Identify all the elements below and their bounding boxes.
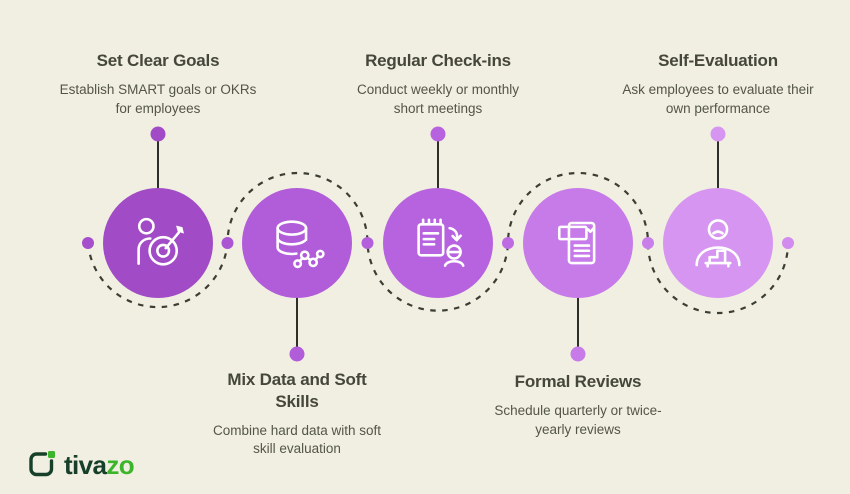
step-title: Regular Check-ins xyxy=(365,51,511,70)
step-description: Ask employees to evaluate their own perf… xyxy=(622,81,814,116)
step-text-regular-check-ins: Regular Check-ins Conduct weekly or mont… xyxy=(328,50,548,119)
junction-dot xyxy=(361,237,374,249)
step-title: Formal Reviews xyxy=(514,372,642,391)
junction-dot xyxy=(782,237,794,249)
step-description: Schedule quarterly or twice-yearly revie… xyxy=(494,402,662,437)
junction-dot xyxy=(221,237,234,249)
step-title: Self-Evaluation xyxy=(658,51,778,70)
stem-dot-step-3 xyxy=(430,126,446,142)
document-checkmark-icon xyxy=(557,221,596,265)
step-circle-self-evaluation xyxy=(663,188,773,298)
step-circle-set-clear-goals xyxy=(103,188,213,298)
logo-text-primary: tiva xyxy=(64,449,107,480)
junction-dot xyxy=(642,237,654,249)
step-text-set-clear-goals: Set Clear Goals Establish SMART goals or… xyxy=(48,50,268,119)
tivazo-logo: tivazo xyxy=(27,449,135,480)
junction-dot xyxy=(82,237,94,249)
step-title: Mix Data and Soft Skills xyxy=(227,370,367,411)
tivazo-logo-icon xyxy=(29,451,55,477)
step-circle-formal-reviews xyxy=(523,188,633,298)
step-text-mix-data-and-soft-skills: Mix Data and Soft Skills Combine hard da… xyxy=(187,369,407,459)
step-text-formal-reviews: Formal Reviews Schedule quarterly or twi… xyxy=(468,371,688,440)
step-description: Conduct weekly or monthly short meetings xyxy=(356,81,520,116)
person-target-icon xyxy=(137,217,184,266)
step-circle-mix-data-and-soft-skills xyxy=(242,188,352,298)
junction-dot xyxy=(502,237,514,249)
step-description: Establish SMART goals or OKRs for employ… xyxy=(59,81,257,116)
dashed-connector-path xyxy=(86,171,790,315)
database-molecule-icon xyxy=(276,220,325,269)
stem-dot-step-1 xyxy=(150,126,166,142)
logo-text-accent: zo xyxy=(106,449,135,480)
step-title: Set Clear Goals xyxy=(96,51,220,70)
step-text-self-evaluation: Self-Evaluation Ask employees to evaluat… xyxy=(608,50,828,119)
stem-dot-step-2 xyxy=(289,346,305,362)
tivazo-logo-text: tivazo xyxy=(64,449,135,480)
stem-dot-step-5 xyxy=(710,126,726,142)
step-description: Combine hard data with soft skill evalua… xyxy=(212,422,382,457)
step-circle-regular-check-ins xyxy=(383,188,493,298)
stem-dot-step-4 xyxy=(570,346,586,362)
checklist-sync-person-icon xyxy=(417,218,465,267)
person-bar-chart-icon xyxy=(695,219,741,268)
